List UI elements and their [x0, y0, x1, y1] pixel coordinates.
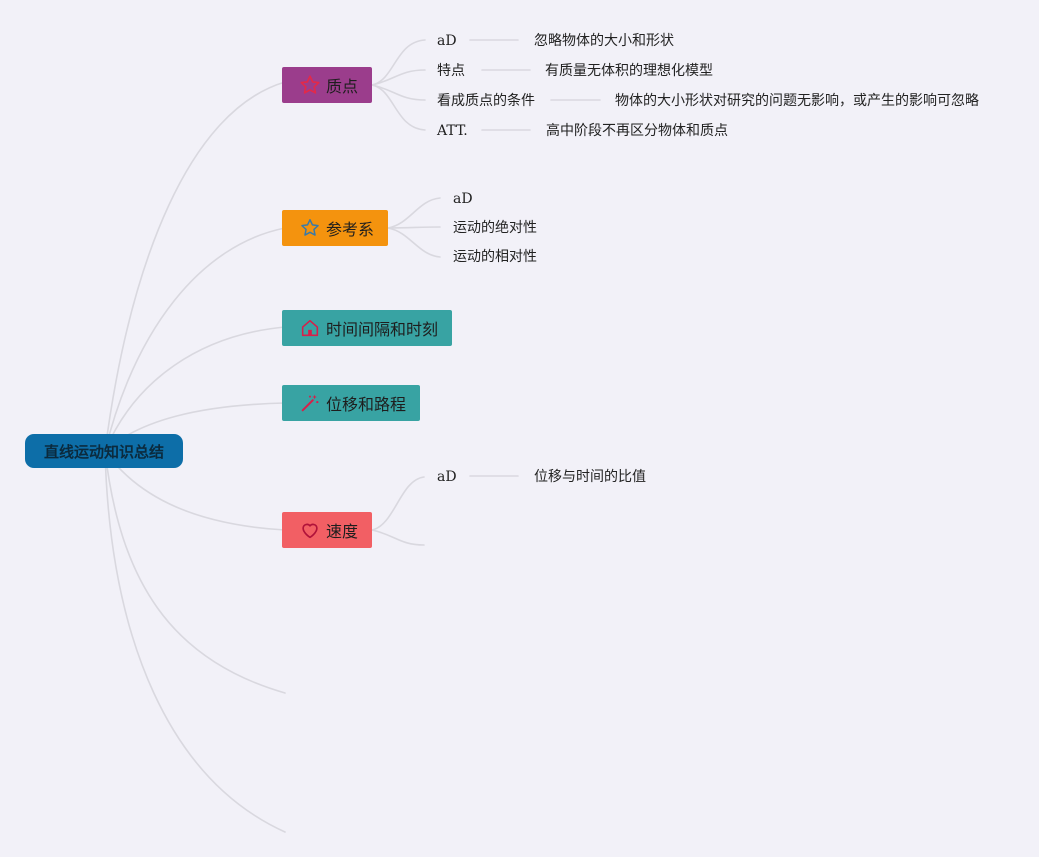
topic-shijian[interactable]: 时间间隔和时刻 — [282, 310, 452, 346]
cankaoxi-child-2: 运动的绝对性 — [453, 220, 537, 236]
topic-cankaoxi[interactable]: 参考系 — [282, 210, 388, 246]
home-icon — [298, 316, 322, 340]
star-icon — [298, 73, 322, 97]
star-outline-icon — [298, 216, 322, 240]
link-root-shijian — [104, 326, 286, 452]
topic-cankaoxi-label: 参考系 — [326, 220, 375, 239]
cankaoxi-child-3: 运动的相对性 — [453, 249, 537, 265]
zhidian-child-3-detail: 物体的大小形状对研究的问题无影响，或产生的影响可忽略 — [615, 93, 979, 109]
topic-weiyi[interactable]: 位移和路程 — [282, 385, 420, 421]
root-label: 直线运动知识总结 — [43, 442, 164, 461]
link-root-cankaoxi — [104, 227, 286, 452]
sudu-child-1-detail: 位移与时间的比值 — [534, 469, 646, 485]
sudu-child-1: aD — [437, 469, 457, 485]
link-root-empty-2 — [104, 450, 286, 833]
topic-zhidian[interactable]: 质点 — [282, 67, 372, 103]
root-topic[interactable]: 直线运动知识总结 — [25, 434, 183, 468]
link-root-empty-1 — [104, 450, 286, 694]
link-root-zhidian — [104, 81, 286, 452]
zhidian-child-1-detail: 忽略物体的大小和形状 — [534, 33, 674, 49]
zhidian-child-4: ATT. — [437, 123, 468, 139]
heart-icon — [298, 518, 322, 542]
cankaoxi-child-1: aD — [453, 191, 473, 207]
zhidian-child-1: aD — [437, 33, 457, 49]
zhidian-child-2: 特点 — [437, 63, 465, 79]
topic-weiyi-label: 位移和路程 — [326, 395, 407, 414]
topic-zhidian-label: 质点 — [326, 77, 359, 96]
magic-wand-icon — [298, 391, 322, 415]
zhidian-child-3: 看成质点的条件 — [437, 93, 535, 109]
topic-shijian-label: 时间间隔和时刻 — [326, 320, 439, 339]
zhidian-child-2-detail: 有质量无体积的理想化模型 — [545, 63, 713, 79]
topic-sudu-label: 速度 — [326, 522, 359, 541]
topic-sudu[interactable]: 速度 — [282, 512, 372, 548]
zhidian-child-4-detail: 高中阶段不再区分物体和质点 — [546, 123, 728, 139]
